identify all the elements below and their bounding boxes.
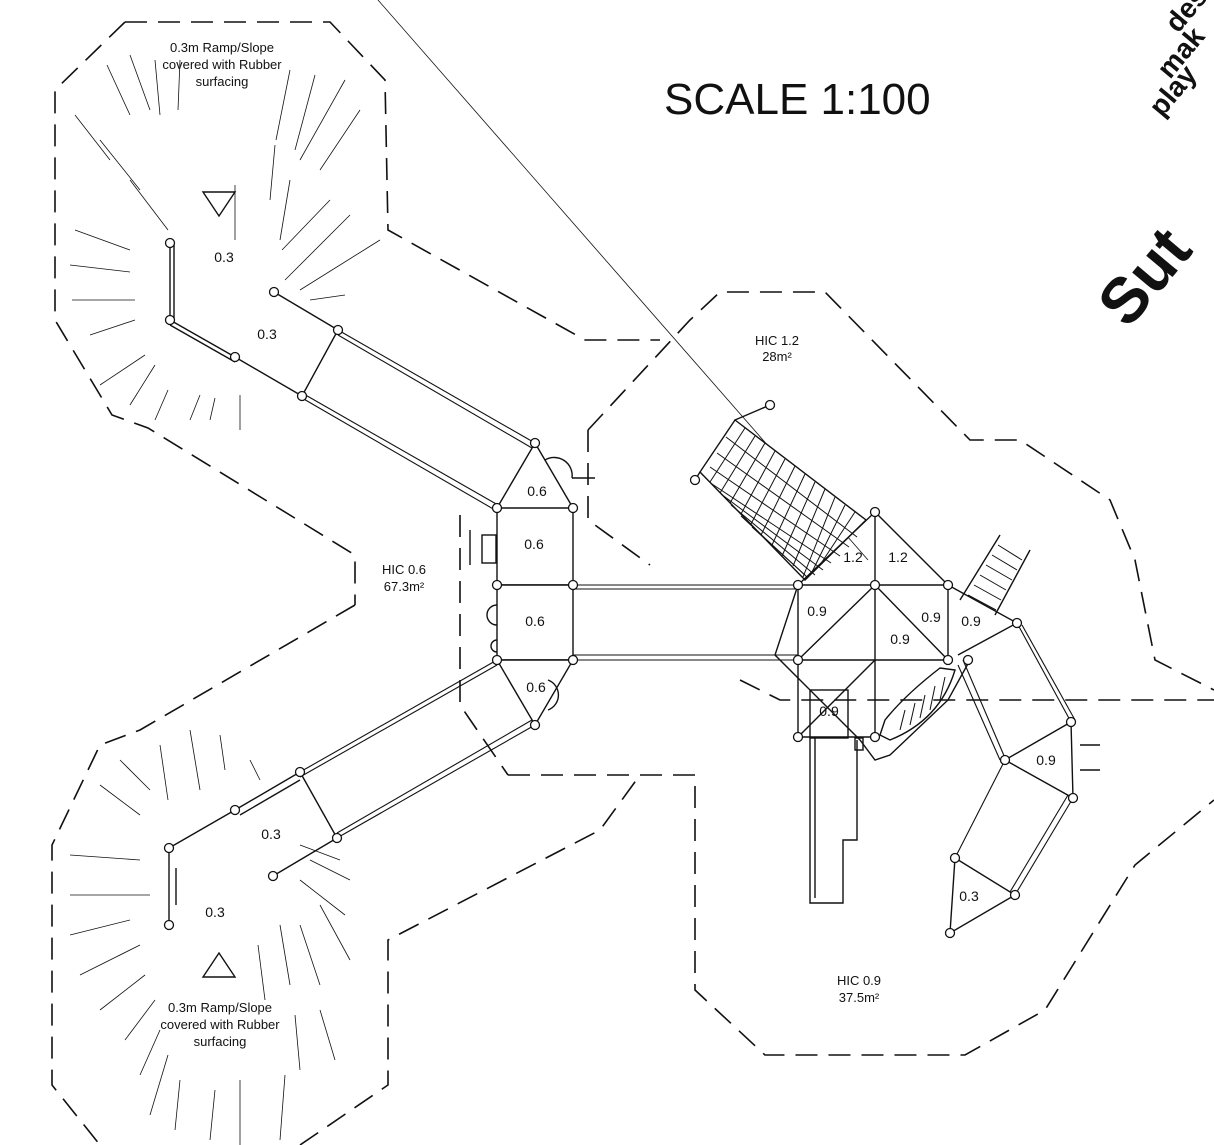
- svg-text:0.3: 0.3: [205, 904, 225, 920]
- svg-text:0.9: 0.9: [890, 631, 910, 647]
- svg-text:surfacing: surfacing: [196, 74, 249, 89]
- down-triangle-marker: [201, 191, 237, 218]
- svg-text:0.6: 0.6: [527, 483, 547, 499]
- svg-text:0.9: 0.9: [807, 603, 827, 619]
- svg-text:67.3m²: 67.3m²: [384, 579, 425, 594]
- zone-lower-left: [51, 604, 356, 1145]
- up-triangle-marker: [201, 951, 237, 978]
- central-deck: [469, 441, 798, 727]
- zone-upper-left: [125, 21, 660, 341]
- svg-text:0.6: 0.6: [525, 613, 545, 629]
- svg-text:0.3m Ramp/Slope: 0.3m Ramp/Slope: [170, 40, 274, 55]
- connection-nodes: [163, 237, 1079, 939]
- svg-text:0.6: 0.6: [526, 679, 546, 695]
- brand-name: Sut: [1084, 214, 1205, 339]
- svg-text:0.3: 0.3: [261, 826, 281, 842]
- scale-label: SCALE 1:100: [664, 75, 931, 124]
- ladder: [959, 534, 1031, 616]
- svg-text:HIC 0.6: HIC 0.6: [382, 562, 426, 577]
- height-labels: 0.3 0.3 0.3 0.3 0.6 0.6 0.6 0.6 1.2 1.2 …: [205, 249, 1056, 920]
- svg-text:37.5m²: 37.5m²: [839, 990, 880, 1005]
- zone-label-hic-06: HIC 0.6 67.3m²: [382, 562, 426, 594]
- svg-text:play: play: [1143, 59, 1203, 122]
- right-bridge: [947, 584, 1100, 935]
- lower-bridge: [168, 659, 536, 925]
- svg-text:0.9: 0.9: [961, 613, 981, 629]
- svg-text:0.9: 0.9: [921, 609, 941, 625]
- svg-text:covered with Rubber: covered with Rubber: [162, 57, 282, 72]
- svg-text:0.6: 0.6: [524, 536, 544, 552]
- svg-text:0.9: 0.9: [1036, 752, 1056, 768]
- svg-text:HIC 0.9: HIC 0.9: [837, 973, 881, 988]
- upper-bridge: [169, 243, 536, 511]
- brand-logo-block: des mak play Sut: [1084, 0, 1214, 339]
- svg-text:covered with Rubber: covered with Rubber: [160, 1017, 280, 1032]
- svg-text:0.3: 0.3: [257, 326, 277, 342]
- zone-upper-right: [587, 430, 651, 566]
- zone-label-hic-12: HIC 1.2 28m²: [755, 333, 799, 364]
- zone-label-hic-09: HIC 0.9 37.5m²: [837, 973, 881, 1005]
- svg-text:surfacing: surfacing: [194, 1034, 247, 1049]
- climbing-net: [694, 404, 868, 581]
- svg-text:0.9: 0.9: [819, 703, 839, 719]
- svg-text:0.3m Ramp/Slope: 0.3m Ramp/Slope: [168, 1000, 272, 1015]
- svg-text:0.3: 0.3: [214, 249, 234, 265]
- safety-zone-outlines: [51, 21, 1214, 1145]
- lower-ramp-fan: [69, 729, 351, 1145]
- svg-text:0.3: 0.3: [959, 888, 979, 904]
- svg-text:28m²: 28m²: [762, 349, 792, 364]
- svg-text:1.2: 1.2: [843, 549, 863, 565]
- ramp-note-lower: 0.3m Ramp/Slope covered with Rubber surf…: [160, 1000, 280, 1049]
- zone-center: [508, 774, 1214, 1056]
- svg-text:HIC 1.2: HIC 1.2: [755, 333, 799, 348]
- ramp-note-upper: 0.3m Ramp/Slope covered with Rubber surf…: [162, 40, 282, 89]
- upper-ramp-fan: [69, 54, 381, 430]
- svg-text:1.2: 1.2: [888, 549, 908, 565]
